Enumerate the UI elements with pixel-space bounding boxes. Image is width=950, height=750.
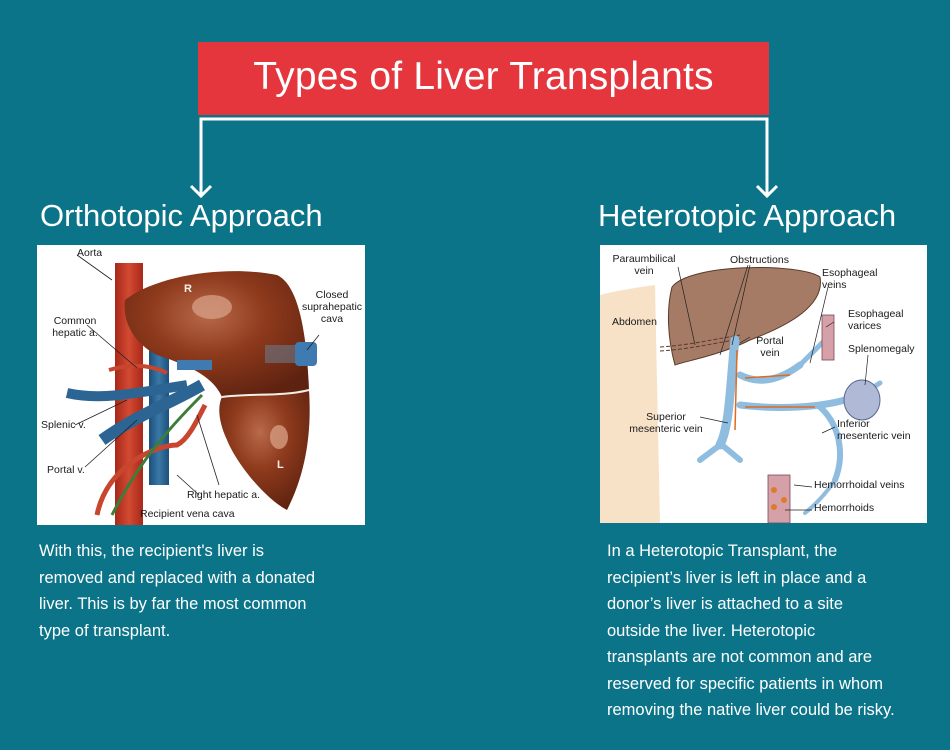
label-splenic-vein: Splenic v. <box>41 419 86 431</box>
page-title: Types of Liver Transplants <box>253 54 714 98</box>
heterotopic-description: In a Heterotopic Transplant, the recipie… <box>607 542 895 719</box>
label-paraumbilical-vein: Paraumbilical vein <box>612 253 676 277</box>
label-portal-vein: Portal v. <box>47 464 85 476</box>
label-superior-mesenteric-vein: Superior mesenteric vein <box>629 411 703 435</box>
heterotopic-illustration: Paraumbilical vein Obstructions Esophage… <box>600 245 927 523</box>
arrow-down-right-icon <box>755 184 779 199</box>
orthotopic-description: With this, the recipient's liver is remo… <box>39 542 316 640</box>
label-vena-cava: Recipient vena cava <box>140 508 235 520</box>
label-portal-vein: Portal vein <box>756 335 784 359</box>
label-esophageal-veins: Esophageal veins <box>822 267 878 291</box>
label-lobe-l: L <box>277 459 284 471</box>
label-hemorrhoids: Hemorrhoids <box>814 502 875 514</box>
label-right-hepatic: Right hepatic a. <box>187 489 260 501</box>
label-closed-suprahepatic: Closed suprahepatic cava <box>301 289 363 325</box>
liver-transplant-illustration <box>65 254 320 525</box>
label-esophageal-varices: Esophageal varices <box>848 308 904 332</box>
heterotopic-heading: Heterotopic Approach <box>598 198 897 233</box>
label-abdomen: Abdomen <box>612 316 657 328</box>
label-hemorrhoidal-veins: Hemorrhoidal veins <box>814 479 905 491</box>
label-obstructions: Obstructions <box>730 254 789 266</box>
label-inferior-mesenteric-vein: Inferior mesenteric vein <box>837 418 911 442</box>
label-aorta: Aorta <box>77 247 103 259</box>
orthotopic-heading: Orthotopic Approach <box>40 198 323 233</box>
arrow-down-left-icon <box>189 184 213 199</box>
orthotopic-illustration: Aorta Common hepatic a. Splenic v. Porta… <box>37 245 365 525</box>
label-common-hepatic: Common hepatic a. <box>52 315 98 339</box>
title-banner: Types of Liver Transplants <box>198 42 769 115</box>
label-splenomegaly: Splenomegaly <box>848 343 915 355</box>
label-lobe-r: R <box>184 283 192 295</box>
portal-circulation-illustration <box>600 264 883 523</box>
